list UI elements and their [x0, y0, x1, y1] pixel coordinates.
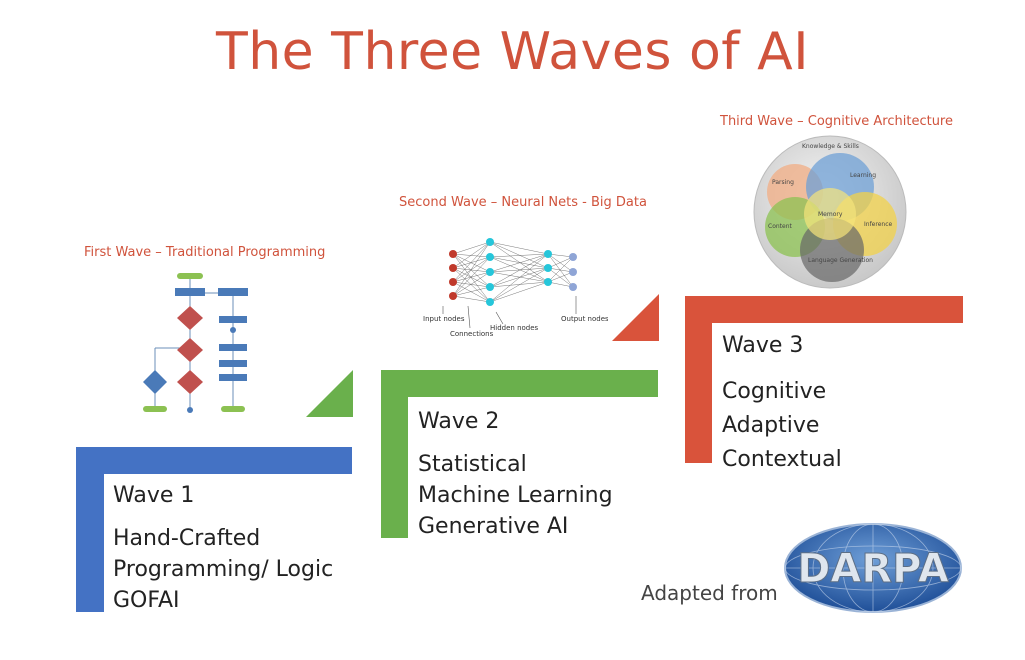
- adapted-from-text: Adapted from: [641, 581, 778, 605]
- wave-1-arrow: [306, 370, 353, 417]
- output-nodes-label: Output nodes: [561, 315, 608, 323]
- memory-label: Memory: [818, 211, 843, 218]
- language-generation-label: Language Generation: [808, 257, 873, 264]
- wave-2-heading: Wave 2: [418, 409, 500, 434]
- content-label: Content: [768, 223, 793, 230]
- wave-3-description: Cognitive Adaptive Contextual: [722, 375, 842, 477]
- wave-1-line: Programming/ Logic: [113, 557, 334, 582]
- wave-1-line: Hand-Crafted: [113, 526, 261, 551]
- wave-3-line: Adaptive: [722, 413, 820, 438]
- wave-3-line: Cognitive: [722, 379, 827, 404]
- darpa-logo: DARPA: [784, 523, 962, 613]
- wave-1-caption: First Wave – Traditional Programming: [84, 245, 326, 260]
- wave-3-step: [685, 296, 963, 463]
- wave-3-line: Contextual: [722, 447, 842, 472]
- flowchart-diagram: [143, 273, 248, 413]
- wave-3-caption: Third Wave – Cognitive Architecture: [720, 114, 953, 129]
- hidden-nodes-label: Hidden nodes: [490, 324, 539, 332]
- wave-2-line: Statistical: [418, 452, 527, 477]
- wave-2-step: [381, 370, 658, 538]
- wave-2-line: Generative AI: [418, 514, 569, 539]
- wave-1-line: GOFAI: [113, 588, 180, 613]
- knowledge-skills-label: Knowledge & Skills: [802, 143, 859, 150]
- slide-title: The Three Waves of AI: [215, 22, 810, 82]
- cognitive-architecture-diagram: Knowledge & Skills Parsing Learning Memo…: [753, 135, 907, 289]
- wave-2-caption: Second Wave – Neural Nets - Big Data: [399, 195, 647, 210]
- inference-label: Inference: [864, 221, 893, 228]
- wave-3-heading: Wave 3: [722, 333, 804, 358]
- learning-label: Learning: [850, 172, 876, 179]
- neural-net-diagram: Input nodes Connections Hidden nodes Out…: [423, 238, 608, 338]
- parsing-label: Parsing: [772, 179, 794, 186]
- darpa-logo-text: DARPA: [797, 546, 949, 592]
- connections-label: Connections: [450, 330, 494, 338]
- input-nodes-label: Input nodes: [423, 315, 465, 323]
- wave-1-step: [76, 447, 352, 612]
- wave-2-arrow: [612, 294, 659, 341]
- wave-2-description: Statistical Machine Learning Generative …: [418, 449, 613, 542]
- wave-1-heading: Wave 1: [113, 483, 195, 508]
- wave-2-line: Machine Learning: [418, 483, 613, 508]
- wave-1-description: Hand-Crafted Programming/ Logic GOFAI: [113, 523, 333, 616]
